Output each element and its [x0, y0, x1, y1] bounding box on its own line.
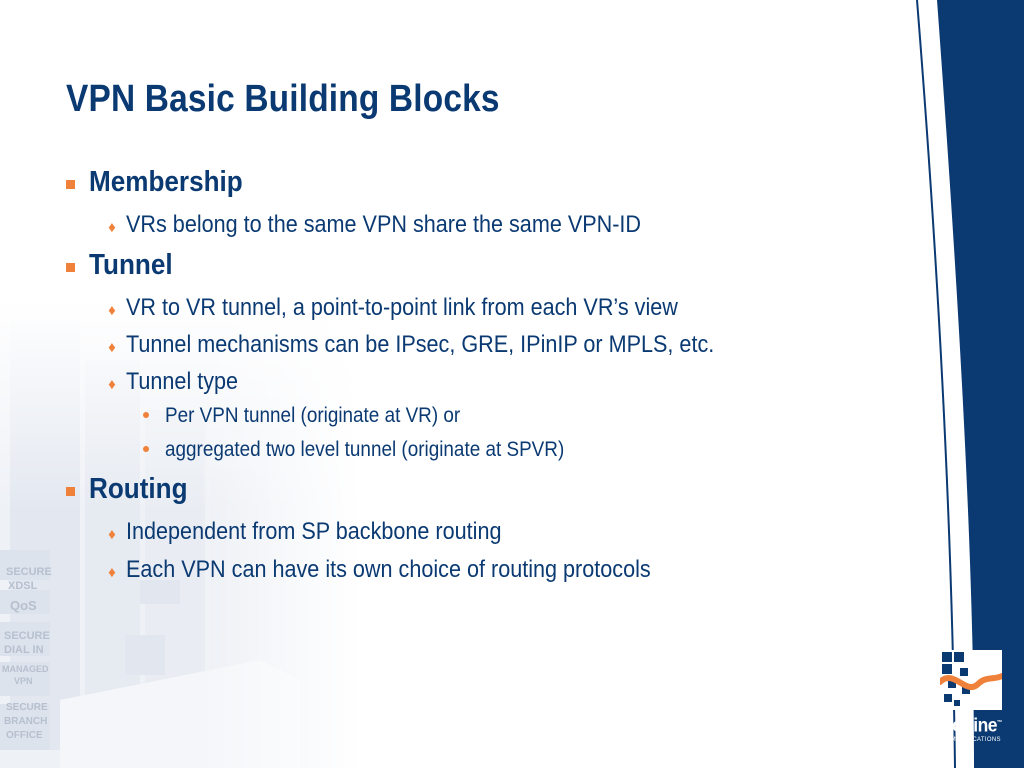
bullet-routing: Routing	[66, 473, 199, 506]
sub-bullet-vr-tunnel: ♦ VR to VR tunnel, a point-to-point link…	[104, 294, 739, 322]
sub-bullet-label: VRs belong to the same VPN share the sam…	[126, 211, 642, 238]
bullet-membership: Membership	[66, 166, 260, 199]
square-bullet-icon	[66, 487, 75, 496]
background-sign-secure-1: SECURE	[6, 566, 52, 578]
square-bullet-icon	[66, 180, 75, 189]
sub-sub-bullet-label: aggregated two level tunnel (originate a…	[165, 438, 565, 461]
sub-bullet-label: VR to VR tunnel, a point-to-point link f…	[126, 294, 678, 321]
sub-sub-bullet-label: Per VPN tunnel (originate at VR) or	[165, 404, 461, 427]
cosine-logo-mark-icon	[940, 650, 1002, 710]
background-sign-secure-2: SECURE	[4, 630, 50, 642]
sub-bullet-label: Tunnel type	[126, 368, 239, 395]
logo-wordmark: CoSine™	[940, 713, 1002, 736]
background-sign-office: OFFICE	[6, 730, 43, 741]
sub-sub-bullet-per-vpn: Per VPN tunnel (originate at VR) or	[143, 404, 493, 428]
background-city-illustration	[0, 300, 360, 768]
background-sign-xdsl: XDSL	[8, 580, 38, 592]
sub-bullet-label: Each VPN can have its own choice of rout…	[126, 556, 651, 583]
background-sign-vpn: VPN	[14, 676, 33, 686]
diamond-bullet-icon: ♦	[108, 376, 116, 393]
bullet-tunnel: Tunnel	[66, 249, 182, 282]
sub-bullet-independent-routing: ♦ Independent from SP backbone routing	[104, 518, 543, 546]
dot-bullet-icon	[143, 412, 149, 418]
diamond-bullet-icon: ♦	[108, 339, 116, 356]
sub-bullet-vpn-id: ♦ VRs belong to the same VPN share the s…	[104, 211, 698, 239]
sub-sub-bullet-aggregated: aggregated two level tunnel (originate a…	[143, 438, 609, 462]
bullet-heading-label: Membership	[89, 166, 243, 198]
sub-bullet-routing-protocols: ♦ Each VPN can have its own choice of ro…	[104, 556, 709, 584]
slide-content: Membership ♦ VRs belong to the same VPN …	[66, 166, 780, 584]
diamond-bullet-icon: ♦	[108, 526, 116, 543]
diamond-bullet-icon: ♦	[108, 219, 116, 236]
logo-tagline: COMMUNICATIONS	[941, 737, 1001, 743]
bullet-heading-label: Tunnel	[89, 249, 173, 281]
background-sign-qos: QoS	[10, 598, 37, 613]
logo-name-text: CoSine	[940, 715, 997, 737]
sub-bullet-label: Tunnel mechanisms can be IPsec, GRE, IPi…	[126, 331, 715, 358]
diamond-bullet-icon: ♦	[108, 564, 116, 581]
sub-bullet-tunnel-type: ♦ Tunnel type	[104, 368, 251, 396]
cosine-logo: CoSine™ COMMUNICATIONS	[940, 650, 1004, 750]
background-sign-managed: MANAGED	[2, 664, 49, 674]
dot-bullet-icon	[143, 446, 149, 452]
sub-bullet-tunnel-mechanisms: ♦ Tunnel mechanisms can be IPsec, GRE, I…	[104, 331, 780, 359]
background-sign-dial-in: DIAL IN	[4, 644, 44, 656]
background-sign-secure-3: SECURE	[6, 702, 48, 713]
logo-trademark: ™	[996, 720, 1003, 726]
square-bullet-icon	[66, 263, 75, 272]
bullet-heading-label: Routing	[89, 473, 188, 505]
sub-bullet-label: Independent from SP backbone routing	[126, 518, 502, 545]
slide-title: VPN Basic Building Blocks	[66, 78, 500, 120]
diamond-bullet-icon: ♦	[108, 302, 116, 319]
background-sign-branch: BRANCH	[4, 716, 48, 727]
